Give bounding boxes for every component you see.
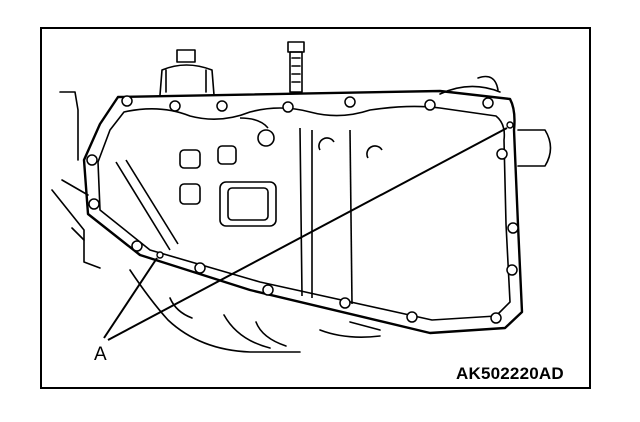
figure-frame [40,27,591,389]
bolt [121,95,133,107]
bolt [282,101,294,113]
pan-bolts [86,95,519,324]
oil-pan-details [115,117,383,305]
bolt [86,154,98,166]
bolt [506,264,518,276]
bolt [490,312,502,324]
bolt [482,97,494,109]
callout-label-a: A [94,344,107,365]
bolt [262,284,274,296]
bolt [169,100,181,112]
bolt [131,240,143,252]
transmission-body [51,41,552,353]
bolt [88,198,100,210]
location-point-a-lower [156,251,164,259]
leader-lines [103,127,508,341]
location-point-a-upper [506,121,514,129]
bolt [424,99,436,111]
oil-pan-flange [97,105,511,321]
bolt [339,297,351,309]
location-points [156,121,514,259]
oil-pan-outline [82,89,524,335]
bolt [406,311,418,323]
bolt [194,262,206,274]
bolt [344,96,356,108]
figure-code: AK502220AD [456,364,564,383]
bolt [496,148,508,160]
bolt [216,100,228,112]
bolt [507,222,519,234]
